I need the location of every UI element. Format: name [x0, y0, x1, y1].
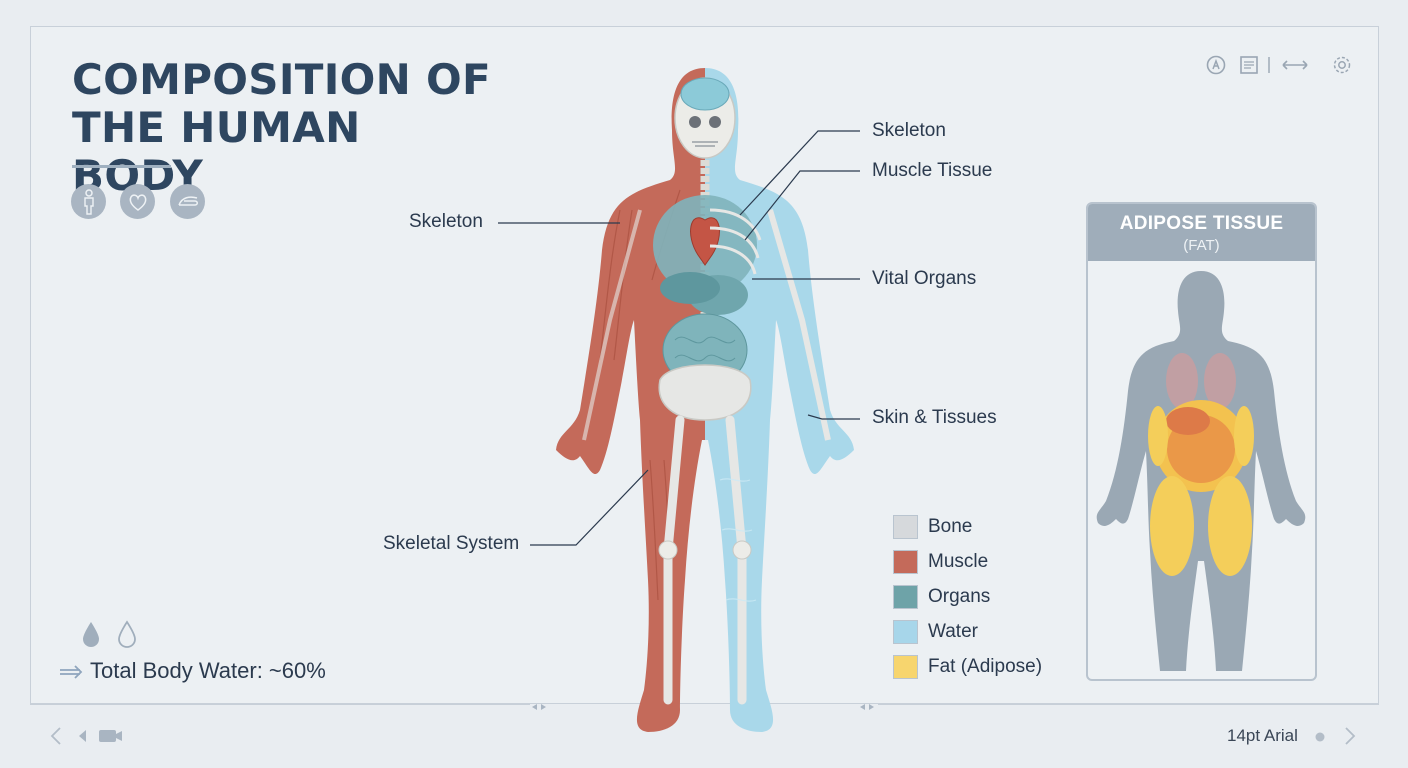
fit-width-icon[interactable]	[1280, 54, 1310, 81]
adipose-panel: ADIPOSE TISSUE (FAT)	[1086, 202, 1317, 681]
legend-item: Organs	[893, 584, 990, 610]
status-dot-icon	[1314, 730, 1326, 748]
legend-swatch-bone	[893, 515, 918, 539]
footer-rule-left	[30, 704, 530, 705]
rule-marker-left-icon	[530, 699, 548, 717]
liver	[660, 272, 720, 304]
toolbar	[1205, 54, 1355, 76]
water-drop-filled-icon	[80, 620, 102, 653]
callout-skeleton-right: Skeleton	[872, 120, 946, 141]
legend-label: Organs	[928, 586, 991, 607]
heart-icon[interactable]	[120, 184, 155, 219]
brain	[680, 77, 730, 111]
font-size-label[interactable]: 14pt Arial	[1227, 726, 1298, 745]
camera-icon[interactable]	[98, 728, 124, 749]
legend-item: Fat (Adipose)	[893, 654, 1042, 680]
legend-item: Water	[893, 619, 978, 645]
rule-marker-right-icon	[858, 699, 876, 717]
arrow-right-icon	[58, 663, 84, 686]
legend-item: Muscle	[893, 549, 988, 575]
callout-muscle-tissue: Muscle Tissue	[872, 160, 993, 181]
total-body-water-label: Total Body Water: ~60%	[90, 658, 326, 683]
rewind-icon[interactable]	[76, 728, 90, 749]
notes-icon[interactable]	[1238, 54, 1260, 81]
divider	[1267, 54, 1271, 81]
legend-label: Water	[928, 621, 978, 642]
callout-skeleton-left: Skeleton	[409, 211, 483, 232]
callout-skeletal-system: Skeletal System	[383, 533, 520, 554]
footer-rule-right	[878, 704, 1379, 705]
previous-slide-icon[interactable]	[48, 725, 64, 752]
person-icon[interactable]	[71, 184, 106, 219]
adipose-subtitle: (FAT)	[1183, 237, 1220, 254]
accessibility-icon[interactable]	[1205, 54, 1227, 81]
legend-item: Bone	[893, 514, 972, 540]
body-diagram	[556, 68, 854, 732]
legend-swatch-organs	[893, 585, 918, 609]
legend-swatch-water	[893, 620, 918, 644]
callout-vital-organs: Vital Organs	[872, 268, 977, 289]
water-drop-outline-icon	[116, 620, 138, 653]
tissue-icon[interactable]	[170, 184, 205, 219]
adipose-silhouette	[1096, 271, 1306, 671]
legend-swatch-fat	[893, 655, 918, 679]
legend-label: Fat (Adipose)	[928, 656, 1043, 677]
settings-icon[interactable]	[1331, 54, 1353, 81]
adipose-title: ADIPOSE TISSUE	[1119, 213, 1284, 234]
adipose-header: ADIPOSE TISSUE (FAT)	[1088, 204, 1315, 261]
next-slide-icon[interactable]	[1342, 725, 1358, 752]
title-underline	[72, 165, 171, 168]
legend-label: Muscle	[928, 551, 989, 572]
pelvis	[658, 364, 752, 421]
callout-skin-tissues: Skin & Tissues	[872, 407, 997, 428]
legend-swatch-muscle	[893, 550, 918, 574]
legend-label: Bone	[928, 516, 973, 537]
